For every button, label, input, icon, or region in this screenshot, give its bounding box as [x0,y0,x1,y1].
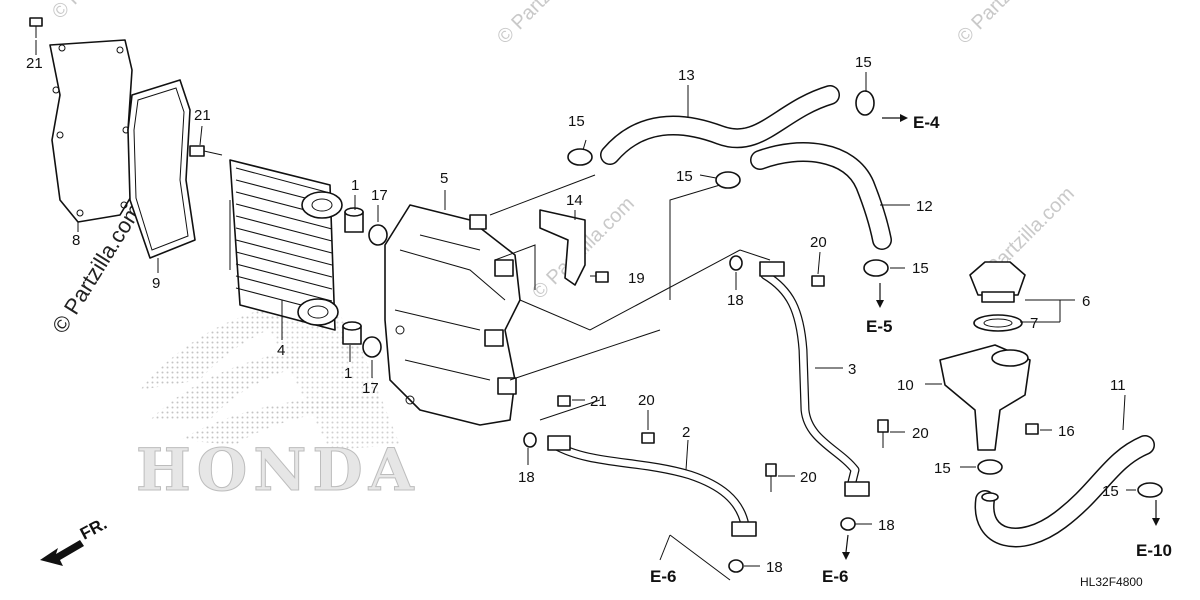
gasket-seal [127,79,196,259]
hose-clamp [863,259,889,277]
part-label: 15 [912,260,929,277]
oil-cooler-core [229,159,343,331]
part-label: 21 [590,393,607,410]
coolant-hose [600,85,840,165]
part-label: 10 [897,377,914,394]
part-label: 21 [194,107,211,124]
bolt [189,145,223,157]
part-label: 18 [727,292,744,309]
arrow-icon [876,283,884,308]
part-labels: 21 8 9 21 4 1 17 1 17 5 14 19 15 13 15 1… [26,54,1126,576]
part-label: 3 [848,361,856,378]
part-label: 13 [678,67,695,84]
gasket-cover [49,39,136,223]
reference-label: E-4 [913,113,940,132]
washer [729,255,743,271]
hose-clamp [977,459,1003,475]
reference-label: E-6 [822,567,848,586]
part-label: 20 [912,425,929,442]
part-label: 6 [1082,293,1090,310]
leader-lines [35,40,1136,581]
cooler-housing [384,204,521,426]
filler-cap [969,261,1026,303]
part-label: 19 [628,270,645,287]
part-label: 1 [351,177,359,194]
watermark: © Partzilla.com [48,0,159,24]
part-label: 17 [371,187,388,204]
bolt [765,463,777,492]
hose-clamp [715,171,741,189]
part-label: 1 [344,365,352,382]
hose-clamp [567,148,593,166]
washer [840,517,856,531]
front-direction-arrow-icon: FR. [40,514,110,566]
bolt [641,432,655,444]
reference-labels: E-4 E-5 E-6 E-6 E-10 [650,113,1172,586]
part-label: 2 [682,424,690,441]
part-label: 17 [362,380,379,397]
filler-neck [939,344,1031,451]
part-label: 11 [1110,377,1126,394]
o-ring [368,224,388,246]
arrow-icon [1152,500,1160,526]
part-label: 20 [800,469,817,486]
part-label: 20 [810,234,827,251]
honda-wing-logo: HONDA [136,300,420,505]
bolt [29,17,43,38]
bolt [590,271,609,283]
o-ring [362,336,382,358]
coolant-hose [750,142,892,250]
oil-pipe [759,261,870,497]
watermark: © Partzilla.com [493,0,604,49]
arrow-icon [842,534,850,560]
part-label: 12 [916,198,933,215]
watermark: © Partzilla.com [953,0,1064,49]
part-label: 7 [1030,315,1038,332]
part-label: 16 [1058,423,1075,440]
part-label: 14 [566,192,583,209]
gasket [973,314,1023,332]
part-label: 4 [277,342,285,359]
part-label: 21 [26,55,43,72]
part-label: 18 [518,469,535,486]
part-label: 15 [855,54,872,71]
part-label: 15 [676,168,693,185]
bracket [539,209,586,286]
bolt [811,275,825,287]
part-label: 5 [440,170,448,187]
part-label: 15 [934,460,951,477]
hose-clamp [1137,482,1163,498]
washer [728,559,744,573]
part-label: 20 [638,392,655,409]
bolt [1025,423,1039,435]
bolt [877,419,889,448]
reference-label: E-10 [1136,541,1172,560]
part-label: 18 [878,517,895,534]
washer [523,432,537,448]
diagram-code: HL32F4800 [1080,575,1143,589]
part-label: 15 [1102,483,1119,500]
honda-brand-text: HONDA [136,436,420,504]
arrow-icon [882,114,908,122]
bolt [557,395,571,407]
collar [344,207,364,233]
part-label: 8 [72,232,80,249]
part-label: 15 [568,113,585,130]
part-label: 9 [152,275,160,292]
reference-label: E-6 [650,567,676,586]
hose-clamp [855,90,875,116]
hose-end [981,492,999,502]
part-label: 18 [766,559,783,576]
collar [342,321,362,345]
coolant-hose [974,435,1155,548]
direction-label: FR. [77,514,110,544]
oil-pipe [547,435,757,537]
reference-label: E-5 [866,317,892,336]
